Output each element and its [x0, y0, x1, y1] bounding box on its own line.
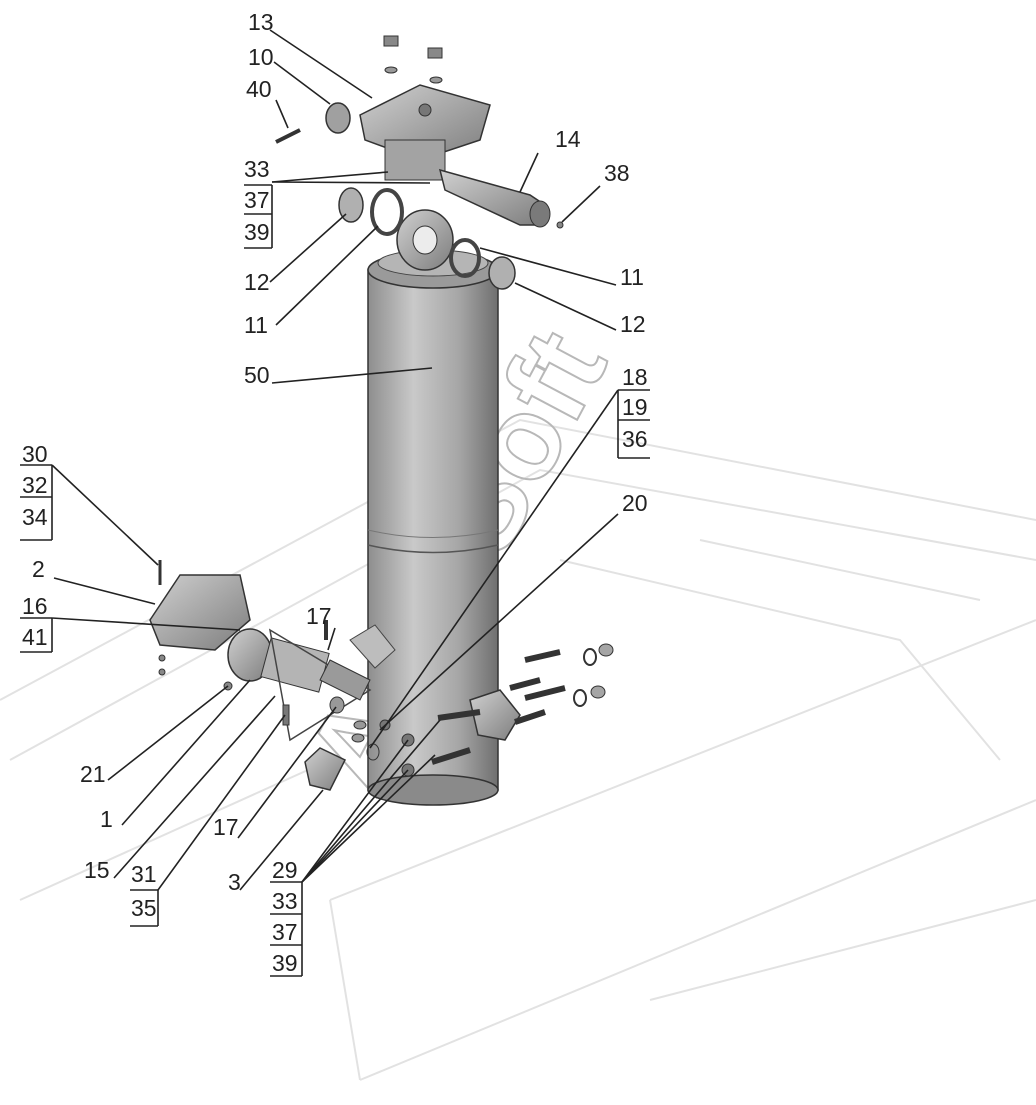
- callout-34: 34: [22, 504, 48, 530]
- callout-14: 14: [555, 126, 581, 152]
- callout-30: 30: [22, 441, 48, 467]
- callout-37: 37: [244, 187, 270, 213]
- callout-39: 39: [272, 950, 298, 976]
- callout-37: 37: [272, 919, 298, 945]
- callout-17: 17: [213, 814, 239, 840]
- callout-10: 10: [248, 44, 274, 70]
- callout-33: 33: [244, 156, 270, 182]
- top-mount-assembly: [275, 35, 564, 290]
- callout-3: 3: [228, 869, 241, 895]
- callout-12: 12: [244, 269, 270, 295]
- callout-11: 11: [620, 264, 644, 290]
- callout-18: 18: [622, 364, 648, 390]
- callout-32: 32: [22, 472, 48, 498]
- leader-lines: [20, 29, 650, 977]
- callout-41: 41: [22, 624, 48, 650]
- background-frame: [0, 418, 1036, 1081]
- callout-17: 17: [306, 603, 332, 629]
- callout-33: 33: [272, 888, 298, 914]
- callout-36: 36: [622, 426, 648, 452]
- callout-1: 1: [100, 806, 113, 832]
- callout-20: 20: [622, 490, 648, 516]
- callout-50: 50: [244, 362, 270, 388]
- callout-38: 38: [604, 160, 630, 186]
- callout-2: 2: [32, 556, 45, 582]
- callout-15: 15: [84, 857, 110, 883]
- callout-29: 29: [272, 857, 298, 883]
- callout-labels: 13 10 40 14 38 33 37 39 12 11 11 12 50 1…: [22, 9, 648, 976]
- callout-21: 21: [80, 761, 106, 787]
- callout-40: 40: [246, 76, 272, 102]
- callout-13: 13: [248, 9, 274, 35]
- callout-31: 31: [131, 861, 157, 887]
- callout-16: 16: [22, 593, 48, 619]
- callout-19: 19: [622, 394, 648, 420]
- valve-assembly: [149, 560, 614, 791]
- callout-35: 35: [131, 895, 157, 921]
- callout-12: 12: [620, 311, 646, 337]
- callout-11: 11: [244, 312, 268, 338]
- callout-39: 39: [244, 219, 270, 245]
